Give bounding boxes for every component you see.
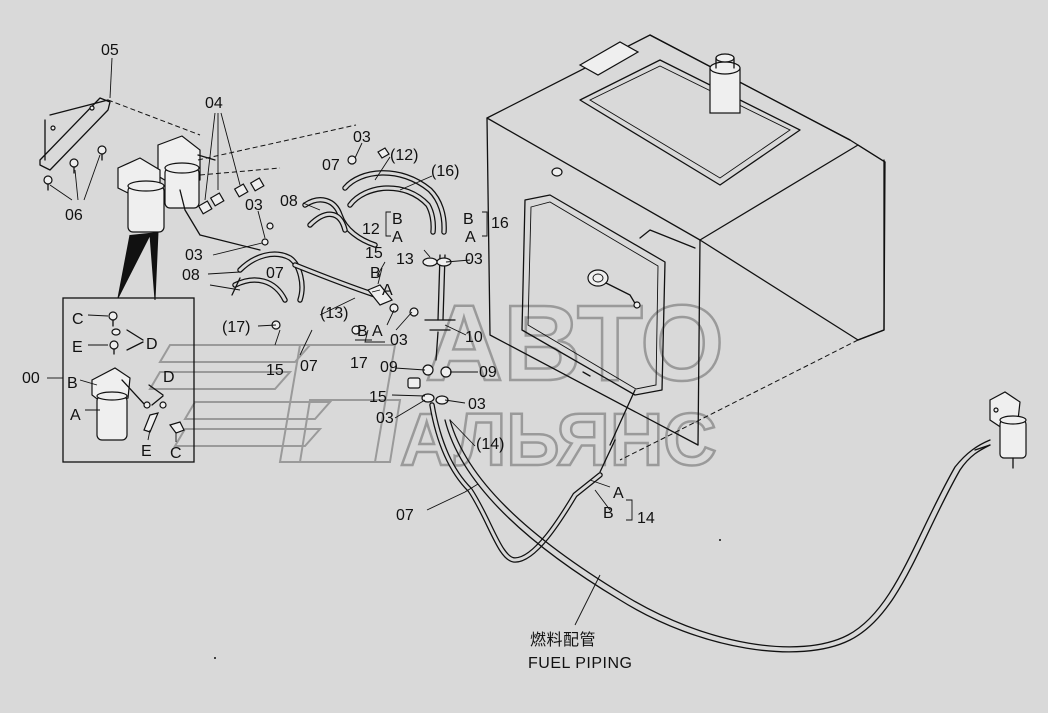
watermark-line2: АЛЬЯНС [400, 398, 717, 481]
letter-b-12: B [392, 211, 403, 228]
callout-15-a: 15 [365, 245, 383, 262]
bolt-04-group [197, 177, 265, 215]
callout-09-a: 09 [380, 359, 398, 376]
letter-a-13: A [382, 282, 393, 299]
callout-07-b: 07 [266, 265, 284, 282]
letter-b-17: B [357, 323, 368, 340]
callout-03-b: 03 [245, 197, 263, 214]
filter-element [127, 162, 200, 233]
callout-labels: 05 04 06 00 03 03 03 03 03 03 03 07 07 0… [22, 42, 655, 527]
letter-b-14: B [603, 505, 614, 522]
callout-15-b: 15 [266, 362, 284, 379]
callout-12: 12 [362, 221, 380, 238]
watermark: АВТО АЛЬЯНС [148, 281, 725, 482]
caption-english: FUEL PIPING [528, 655, 632, 672]
callout-07-a: 07 [322, 157, 340, 174]
kit-letter-d-bottom: D [163, 369, 175, 386]
leader-lines [47, 57, 611, 626]
callout-06: 06 [65, 207, 83, 224]
letter-b-13: B [370, 265, 381, 282]
callout-10: 10 [465, 329, 483, 346]
callout-16-paren: (16) [431, 163, 459, 180]
callout-13-paren: (13) [320, 305, 348, 322]
callout-09-b: 09 [479, 364, 497, 381]
callout-08-a: 08 [280, 193, 298, 210]
callout-13: 13 [396, 251, 414, 268]
callout-03-f: 03 [376, 410, 394, 427]
callout-07-c: 07 [300, 358, 318, 375]
callout-03-d: 03 [465, 251, 483, 268]
caption: 燃料配管 FUEL PIPING [528, 631, 632, 672]
callout-15-c: 15 [369, 389, 387, 406]
callout-12-paren: (12) [390, 147, 418, 164]
callout-16: 16 [491, 215, 509, 232]
callout-07-d: 07 [396, 507, 414, 524]
letter-labels: B A B A B A B A A B C E D B A D E C [67, 211, 624, 522]
callout-03-g: 03 [468, 396, 486, 413]
letter-a-16: A [465, 229, 476, 246]
kit-letter-e-bottom: E [141, 443, 152, 460]
kit-letter-a: A [70, 407, 81, 424]
fuel-tank [486, 34, 886, 461]
callout-14-paren: (14) [476, 436, 504, 453]
callout-00: 00 [22, 370, 40, 387]
callout-17-paren: (17) [222, 319, 250, 336]
kit-letter-b: B [67, 375, 78, 392]
hose-lines [232, 170, 991, 653]
kit-letter-e-top: E [72, 339, 83, 356]
callout-03-a: 03 [353, 129, 371, 146]
letter-a-17: A [372, 323, 383, 340]
callout-17: 17 [350, 355, 368, 372]
remote-filter [974, 391, 1027, 469]
bolt-06-group [43, 145, 107, 191]
kit-letter-c-top: C [72, 311, 84, 328]
caption-japanese: 燃料配管 [530, 631, 596, 649]
kit-letter-c-bottom: C [170, 445, 182, 462]
callout-05: 05 [101, 42, 119, 59]
callout-03-c: 03 [185, 247, 203, 264]
fittings [231, 147, 452, 405]
callout-03-e: 03 [390, 332, 408, 349]
kit-letter-d-top: D [146, 336, 158, 353]
letter-a-14: A [613, 485, 624, 502]
callout-14: 14 [637, 510, 655, 527]
letter-a-12: A [392, 229, 403, 246]
level-gauge [587, 269, 641, 309]
letter-b-16: B [463, 211, 474, 228]
callout-08-b: 08 [182, 267, 200, 284]
watermark-line1: АВТО [425, 282, 724, 403]
kit-box-00 [62, 297, 195, 463]
pair-brackets [364, 211, 633, 521]
callout-04: 04 [205, 95, 223, 112]
filter-bracket-assembly [39, 97, 357, 301]
filler-cap [709, 53, 741, 114]
watermark-logo [148, 344, 402, 463]
